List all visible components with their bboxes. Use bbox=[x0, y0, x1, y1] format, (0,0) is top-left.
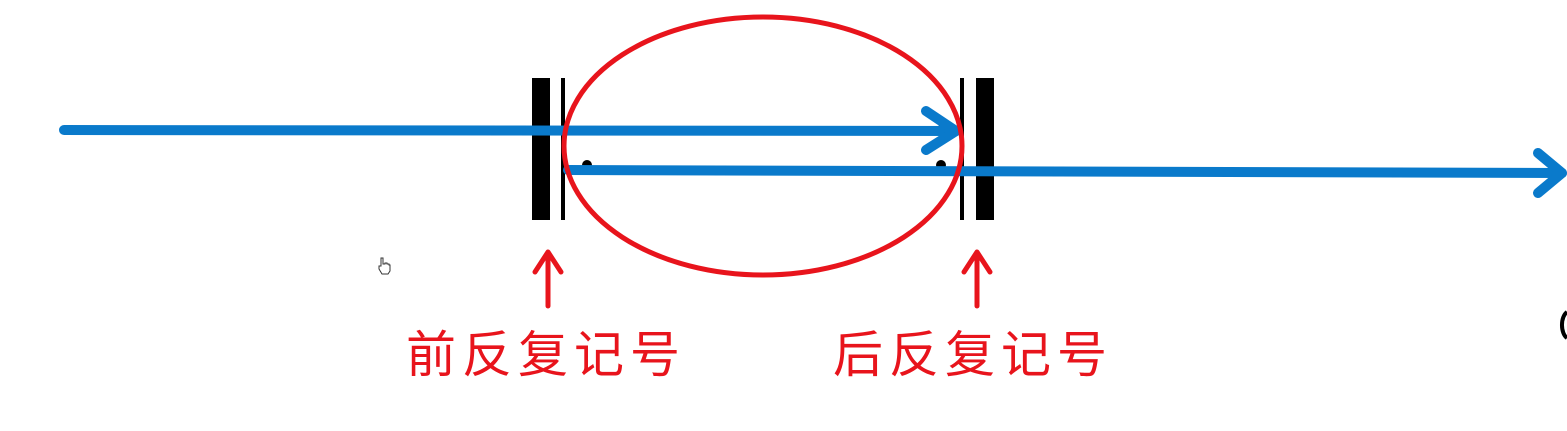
start-repeat-label: 前反复记号 bbox=[406, 326, 686, 384]
edge-fragment bbox=[1560, 310, 1567, 340]
start-thick-bar bbox=[532, 78, 550, 220]
flow-second-pass bbox=[563, 165, 1567, 178]
repeat-section-highlight bbox=[561, 14, 965, 278]
end-repeat-label: 后反复记号 bbox=[833, 326, 1113, 384]
playback-flow bbox=[59, 106, 1567, 198]
end-thick-bar bbox=[976, 78, 994, 220]
start-pointer-arrow bbox=[532, 249, 564, 309]
flow-second-pass-arrowhead bbox=[1533, 148, 1567, 198]
end-pointer-arrow bbox=[961, 249, 993, 309]
hand-pointer-icon bbox=[378, 257, 391, 275]
flow-first-pass-arrowhead bbox=[921, 106, 961, 155]
flow-first-pass bbox=[59, 125, 961, 136]
